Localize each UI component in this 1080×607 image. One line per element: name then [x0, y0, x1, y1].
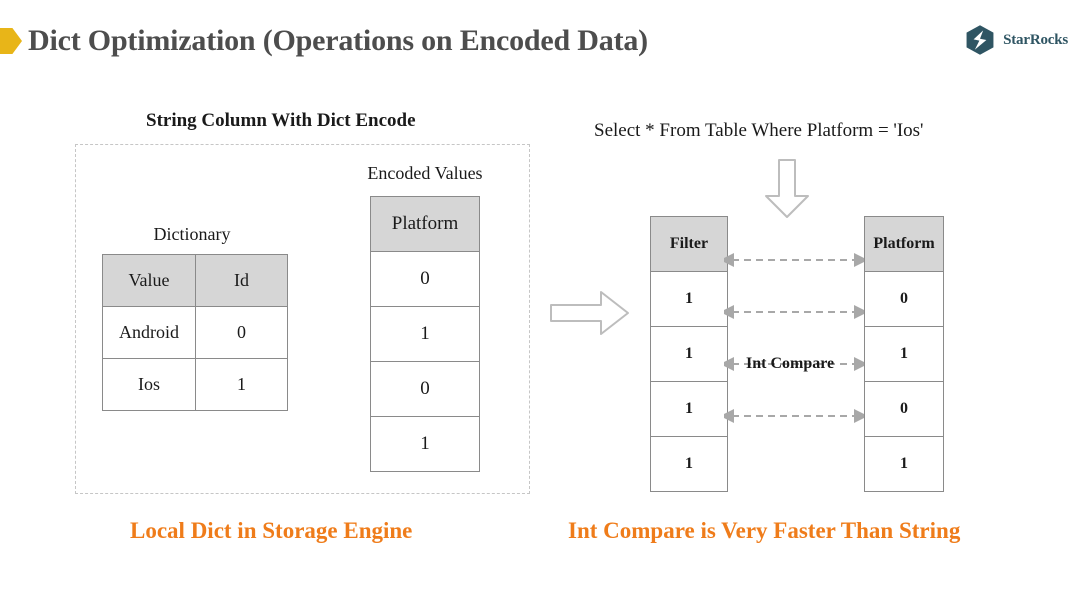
left-section-heading: String Column With Dict Encode — [146, 110, 416, 131]
filter-cell: 1 — [650, 381, 728, 437]
table-row: Ios 1 — [102, 358, 288, 411]
platform-result-table: Platform 0 1 0 1 — [864, 216, 944, 492]
encoded-values-table: Platform 0 1 0 1 — [370, 196, 480, 472]
platform-cell: 1 — [864, 436, 944, 492]
table-row: 1 — [864, 326, 944, 382]
title-bullet-marker — [0, 28, 22, 54]
table-row: Android 0 — [102, 306, 288, 359]
dictionary-cell-value: Ios — [102, 358, 196, 411]
table-row: Platform — [864, 216, 944, 272]
encoded-header-platform: Platform — [370, 196, 480, 252]
table-row: Platform — [370, 196, 480, 252]
table-row: 0 — [864, 271, 944, 327]
table-row: 1 — [650, 381, 728, 437]
platform-cell: 0 — [864, 381, 944, 437]
arrow-right-icon — [550, 291, 629, 335]
platform-cell: 0 — [864, 271, 944, 327]
table-row: Filter — [650, 216, 728, 272]
dictionary-cell-value: Android — [102, 306, 196, 359]
table-row: 1 — [650, 326, 728, 382]
platform-header: Platform — [864, 216, 944, 272]
filter-table: Filter 1 1 1 1 — [650, 216, 728, 492]
table-row: 1 — [370, 416, 480, 472]
sql-query-text: Select * From Table Where Platform = 'Io… — [594, 120, 924, 141]
table-row: 1 — [650, 436, 728, 492]
encoded-cell: 0 — [370, 251, 480, 307]
table-row: 0 — [864, 381, 944, 437]
page-title: Dict Optimization (Operations on Encoded… — [28, 24, 648, 57]
starrocks-logo-icon — [966, 25, 994, 55]
table-row: 1 — [650, 271, 728, 327]
encoded-cell: 0 — [370, 361, 480, 417]
platform-cell: 1 — [864, 326, 944, 382]
local-dict-container — [75, 144, 530, 494]
dictionary-label: Dictionary — [153, 224, 231, 244]
bidirectional-dashed-arrow-icon — [724, 253, 864, 423]
dictionary-cell-id: 0 — [195, 306, 288, 359]
arrow-down-icon — [765, 159, 809, 218]
brand-logo: StarRocks — [964, 24, 1068, 56]
brand-name: StarRocks — [1003, 31, 1068, 48]
table-row: Value Id — [102, 254, 288, 307]
dictionary-header-id: Id — [195, 254, 288, 307]
int-compare-label: Int Compare — [746, 355, 835, 372]
dictionary-header-value: Value — [102, 254, 196, 307]
encoded-cell: 1 — [370, 306, 480, 362]
encoded-cell: 1 — [370, 416, 480, 472]
filter-cell: 1 — [650, 271, 728, 327]
encoded-values-label: Encoded Values — [367, 163, 483, 183]
table-row: 1 — [370, 306, 480, 362]
table-row: 1 — [864, 436, 944, 492]
right-caption: Int Compare is Very Faster Than String — [568, 518, 961, 543]
filter-cell: 1 — [650, 326, 728, 382]
table-row: 0 — [370, 251, 480, 307]
filter-cell: 1 — [650, 436, 728, 492]
table-row: 0 — [370, 361, 480, 417]
dictionary-cell-id: 1 — [195, 358, 288, 411]
left-caption: Local Dict in Storage Engine — [130, 518, 413, 543]
filter-header: Filter — [650, 216, 728, 272]
dictionary-table: Value Id Android 0 Ios 1 — [102, 254, 288, 411]
